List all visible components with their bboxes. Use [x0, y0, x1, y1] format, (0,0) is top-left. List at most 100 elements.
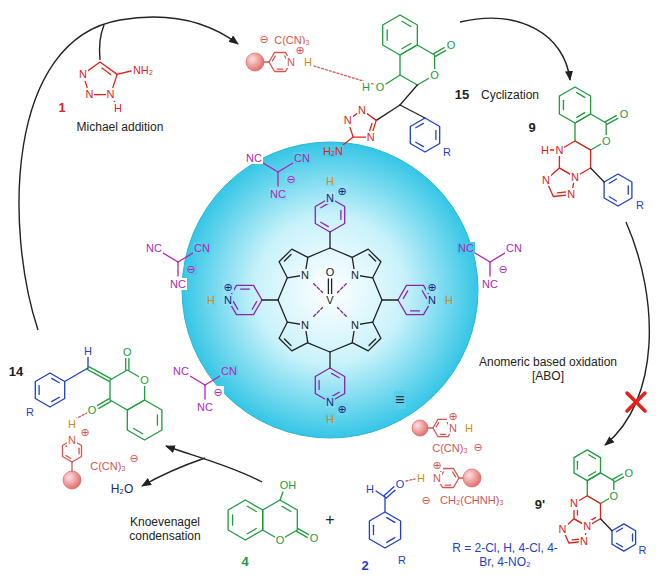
atom-label: N	[78, 68, 88, 81]
bond-line	[99, 401, 111, 408]
bond-line	[400, 105, 425, 118]
bond-line	[386, 489, 396, 498]
bond-line	[233, 302, 237, 310]
bond-line	[277, 172, 278, 186]
bond-line	[52, 378, 60, 382]
substituent-list: R = 2-Cl, H, 4-Cl, 4-Br, 4-NO₂	[445, 542, 565, 570]
bond-line	[340, 211, 341, 220]
atom-label: N	[582, 520, 592, 533]
atom-label: CN	[293, 152, 311, 165]
bond-line	[445, 484, 451, 485]
bond-line	[278, 300, 287, 322]
atom-label: O	[429, 69, 440, 82]
bond-line	[373, 278, 382, 300]
catalyst-sphere	[182, 142, 478, 438]
bond-line	[577, 113, 585, 118]
atom-label: H	[303, 56, 313, 69]
bond-line	[384, 487, 394, 496]
atom-label: N	[106, 88, 116, 101]
atom-label: CN	[505, 242, 523, 255]
atom-label: CH₂(CHNH)₃	[439, 494, 505, 507]
atom-label: O	[87, 404, 98, 417]
atom-label: H	[464, 422, 474, 435]
reaction-arrow	[605, 222, 649, 445]
bond-line	[428, 427, 433, 428]
bond-line	[591, 168, 605, 182]
bond-line	[330, 343, 352, 352]
bond-line	[589, 472, 596, 476]
atom-label: H	[325, 413, 335, 426]
atom-label: H	[325, 175, 335, 188]
atom-label: N	[554, 144, 564, 157]
bond-line	[373, 525, 374, 534]
bond-line	[453, 472, 456, 477]
atom-label: N	[325, 396, 335, 409]
bond-line	[190, 376, 205, 385]
plus-sign: +	[324, 511, 335, 529]
atom-label: N	[286, 56, 296, 69]
bond-line	[369, 339, 376, 346]
bond-line	[308, 248, 330, 257]
charge-sign: ⊖	[420, 494, 431, 507]
atom-label: N	[579, 535, 589, 548]
ring-outline	[612, 524, 636, 551]
atom-label: R	[635, 199, 645, 212]
bond-line	[609, 179, 616, 183]
bond-line	[284, 339, 291, 346]
ring-outline	[410, 118, 439, 152]
bond-line	[134, 429, 143, 434]
atom-label: N	[432, 472, 442, 485]
atom-label: NH₂	[132, 64, 154, 77]
bond-line	[272, 56, 275, 61]
atom-label: N	[67, 434, 77, 447]
dashed-bond	[338, 308, 347, 317]
bond-line	[284, 254, 291, 261]
bond-line	[178, 253, 193, 262]
bond-line	[416, 142, 424, 146]
ring-outline	[559, 87, 590, 123]
atom-label: NC	[169, 278, 187, 291]
bond-line	[329, 232, 330, 248]
bond-line	[66, 456, 71, 459]
bond-line	[616, 528, 622, 532]
atom-label: O	[122, 346, 133, 359]
bond-line	[475, 253, 490, 262]
atom-label: N	[427, 294, 437, 307]
ring-outline	[574, 450, 601, 481]
bond-line	[376, 105, 400, 120]
atom-label: N	[448, 422, 458, 435]
atom-label: N	[357, 104, 367, 117]
charge-sign: ⊖	[285, 173, 296, 186]
bond-line	[411, 310, 420, 311]
bond-line	[489, 262, 490, 276]
bond-line	[616, 543, 622, 547]
atom-label: C(CN)₃	[431, 442, 469, 455]
bond-line	[382, 299, 398, 300]
atom-label: NC	[145, 242, 163, 255]
atom-label: O	[619, 108, 630, 121]
bond-line	[563, 100, 564, 109]
atom-label: R	[442, 146, 452, 159]
bond-line	[263, 163, 278, 172]
bond-line	[278, 163, 293, 172]
bond-line	[331, 279, 332, 294]
bond-line	[247, 529, 256, 534]
bond-line	[280, 492, 283, 500]
reaction-arrow	[142, 458, 205, 486]
atom-label: O	[375, 81, 386, 94]
atom-label: H	[365, 483, 375, 496]
atom-label: H₂N	[322, 145, 344, 158]
bond-line	[434, 48, 444, 54]
atom-label: N	[541, 174, 551, 187]
atom-label: NC	[196, 401, 214, 414]
atom-label: NC	[172, 365, 190, 378]
bond-line	[400, 85, 417, 105]
catalyst-bead	[412, 420, 428, 436]
catalyst-bead	[246, 53, 264, 71]
charge-sign: ⊕	[222, 281, 233, 294]
compound-number: 9'	[534, 498, 546, 513]
bond-line	[97, 399, 109, 406]
atom-label: O	[309, 532, 320, 545]
